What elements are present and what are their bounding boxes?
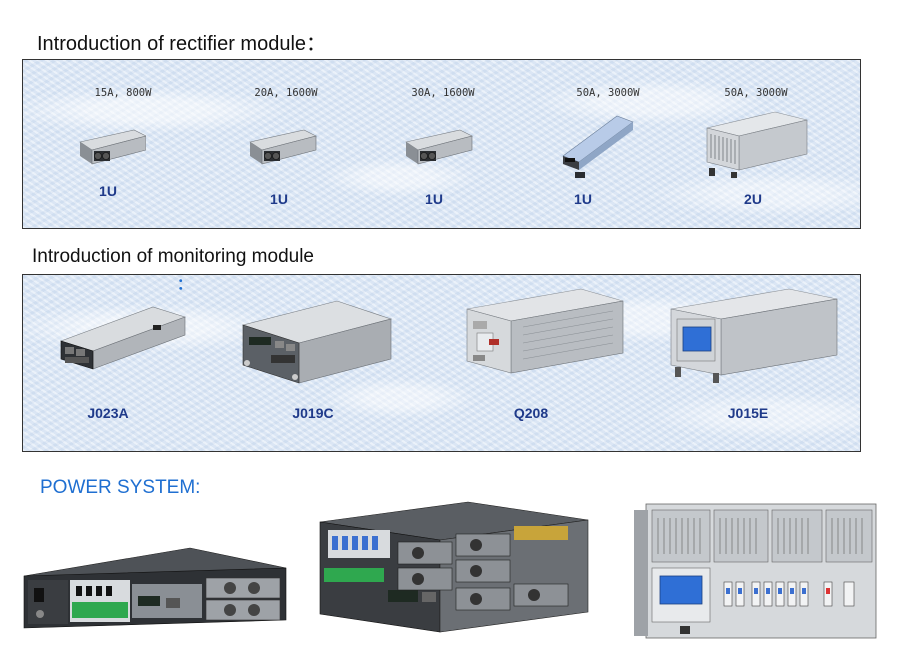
rectifier-spec-label: 15A, 800W [94,87,152,99]
rectifier-size-5: 2U [723,191,783,207]
monitoring-model-label: Q208 [513,405,549,421]
monitoring-model-label: J015E [727,405,769,421]
rectifier-spec-label: 30A, 1600W [411,87,475,99]
monitoring-panel: ： J023A J019C [22,274,861,452]
rectifier-module-15a: 15A, 800W [78,87,168,99]
rectifier-size-1: 1U [78,183,138,199]
rectifier-size-label: 1U [99,183,117,199]
rectifier-1u-image [79,129,146,165]
rectifier-size-label: 2U [744,191,762,207]
rectifier-module-30a: 30A, 1600W [398,87,488,99]
rectifier-panel: 15A, 800W 1U 20A, 1600W 1U 30A, 1600W [22,59,861,229]
rectifier-size-label: 1U [574,191,592,207]
monitoring-model-label: J023A [87,405,129,421]
rectifier-spec-label: 50A, 3000W [724,87,788,99]
rectifier-size-3: 1U [404,191,464,207]
monitoring-j023a-image [60,306,186,370]
rectifier-size-label: 1U [270,191,288,207]
monitoring-model-label: J019C [292,405,334,421]
monitoring-label-j019c: J019C [283,405,343,421]
monitoring-section-title: Introduction of monitoring module [32,246,314,267]
monitoring-j015e-image [670,288,838,383]
monitoring-q208-image [466,288,624,374]
monitoring-label-j023a: J023A [78,405,138,421]
monitoring-j019c-image [241,300,393,384]
monitoring-colon: ： [177,276,193,293]
power-system-rack-2u-image [23,547,287,629]
rectifier-size-label: 1U [425,191,443,207]
rectifier-2u-image [706,111,808,178]
rectifier-1u-long-image [562,115,634,178]
rectifier-module-50a-2u: 50A, 3000W [711,87,801,99]
rectifier-1u-image [249,129,317,165]
monitoring-label-q208: Q208 [501,405,561,421]
rectifier-module-50a-1u: 50A, 3000W [563,87,653,99]
rectifier-spec-label: 50A, 3000W [576,87,640,99]
rectifier-spec-label: 20A, 1600W [254,87,318,99]
power-system-rack-3u-image [319,501,589,633]
rectifier-size-2: 1U [249,191,309,207]
power-system-title: POWER SYSTEM: [40,477,201,498]
rectifier-size-4: 1U [553,191,613,207]
power-system-cabinet-image [634,503,877,639]
rectifier-section-title: Introduction of rectifier module： [37,33,327,55]
rectifier-1u-image [405,129,473,165]
rectifier-module-20a: 20A, 1600W [241,87,331,99]
monitoring-label-j015e: J015E [718,405,778,421]
